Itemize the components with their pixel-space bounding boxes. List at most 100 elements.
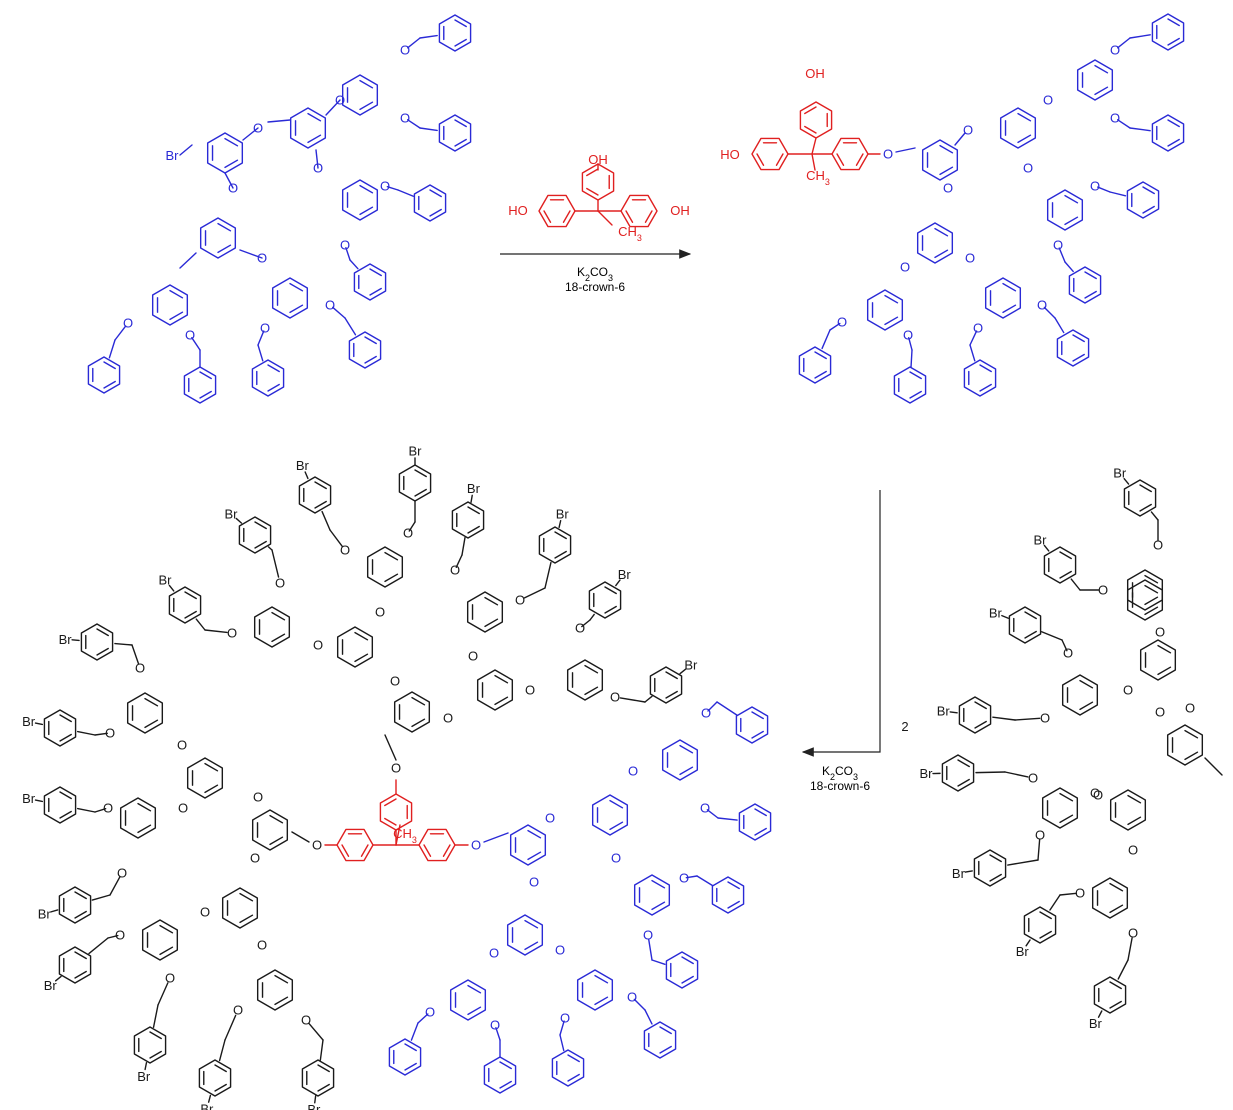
oxygen-label: O [1098, 583, 1108, 598]
single-bond [267, 546, 273, 551]
double-bond [359, 206, 374, 216]
single-bond [1129, 127, 1151, 132]
single-bond [1064, 261, 1074, 273]
single-bond [821, 329, 831, 350]
dendron-branch-ring [1139, 639, 1177, 681]
double-bond [359, 184, 374, 194]
double-bond [184, 591, 197, 600]
single-bond [589, 613, 595, 621]
double-bond [137, 824, 152, 834]
oxygen-label: O [943, 181, 953, 196]
benzyl-ring [551, 1049, 585, 1087]
single-bond [707, 701, 718, 712]
oxygen-label: O [1043, 93, 1053, 108]
single-bond [1127, 937, 1133, 961]
double-bond [404, 1043, 417, 1052]
double-bond [144, 719, 159, 729]
dendron-branch-ring [476, 669, 514, 711]
step2-catalyst-label: 18-crown-6 [810, 779, 870, 793]
oxygen-label: O [963, 123, 973, 138]
double-bond [411, 696, 426, 706]
double-bond [1109, 904, 1124, 914]
double-bond [934, 249, 949, 259]
double-bond [567, 1073, 580, 1082]
double-bond [1064, 216, 1079, 226]
single-bond [88, 937, 109, 955]
oxygen-label: O [340, 238, 350, 253]
double-bond [1094, 64, 1109, 74]
bromobenzyl-ring [43, 709, 77, 747]
double-bond [1167, 18, 1180, 27]
single-bond [308, 1022, 324, 1041]
double-bond [527, 851, 542, 861]
double-bond [364, 355, 377, 364]
oxygen-label: O [1090, 179, 1100, 194]
double-bond [224, 159, 239, 169]
oxygen-label: O [403, 526, 413, 541]
single-bond [224, 172, 234, 189]
double-bond [369, 287, 382, 296]
single-bond [1123, 477, 1130, 485]
double-bond [274, 974, 289, 984]
dendron-branch-ring [916, 222, 954, 264]
single-bond [397, 189, 415, 197]
single-bond [179, 252, 197, 269]
single-bond [34, 799, 44, 803]
double-bond [404, 1062, 417, 1071]
double-bond [1094, 86, 1109, 96]
double-bond [359, 79, 374, 89]
bromine-label: Br [952, 866, 966, 881]
oxygen-label: O [178, 801, 188, 816]
dendron-branch-ring [509, 824, 547, 866]
oxygen-label: O [250, 851, 260, 866]
double-bond [1059, 814, 1074, 824]
double-bond [314, 481, 327, 490]
single-bond [1037, 838, 1041, 861]
double-bond [267, 364, 280, 373]
oxygen-label: O [1155, 705, 1165, 720]
dendron-branch-ring [1046, 189, 1084, 231]
oxygen-label: O [900, 260, 910, 275]
double-bond [1127, 816, 1142, 826]
oxygen-label: O [1037, 298, 1047, 313]
double-bond [307, 134, 322, 144]
dendron-branch-ring [984, 277, 1022, 319]
oxygen-label: O [1063, 646, 1073, 661]
oxygen-label: O [340, 543, 350, 558]
single-bond [969, 344, 976, 362]
double-bond [454, 38, 467, 47]
dendron-branch-ring [591, 794, 629, 836]
single-bond [257, 344, 264, 362]
double-bond [454, 19, 467, 28]
step2-conditions: K2CO3 18-crown-6 [810, 764, 870, 793]
double-bond [681, 975, 694, 984]
double-bond [1144, 584, 1159, 594]
double-bond [1059, 570, 1072, 579]
bromine-label: Br [137, 1069, 151, 1084]
single-bond [969, 330, 978, 346]
step1-base-label: K2CO3 [577, 265, 613, 283]
double-bond [289, 304, 304, 314]
double-bond [169, 311, 184, 321]
double-bond [423, 844, 432, 857]
bromine-label: Br [920, 766, 934, 781]
oxygen-label: O [1093, 788, 1103, 803]
single-bond [168, 584, 175, 592]
single-bond [706, 809, 719, 819]
single-bond [1070, 578, 1081, 591]
single-bond [1043, 544, 1050, 552]
double-bond [604, 605, 617, 614]
final-methyl-label: CH3 [393, 826, 417, 845]
oxygen-label: O [425, 1005, 435, 1020]
double-bond [1167, 138, 1180, 147]
double-bond [543, 210, 552, 223]
single-bond [419, 127, 438, 132]
benzyl-ring [1126, 181, 1160, 219]
oxygen-label: O [400, 43, 410, 58]
oxygen-label: O [1123, 683, 1133, 698]
bromobenzyl-ring [80, 623, 114, 661]
single-bond [651, 959, 666, 966]
single-bond [895, 147, 916, 153]
benzyl-ring [388, 1038, 422, 1076]
oxygen-label: O [257, 938, 267, 953]
